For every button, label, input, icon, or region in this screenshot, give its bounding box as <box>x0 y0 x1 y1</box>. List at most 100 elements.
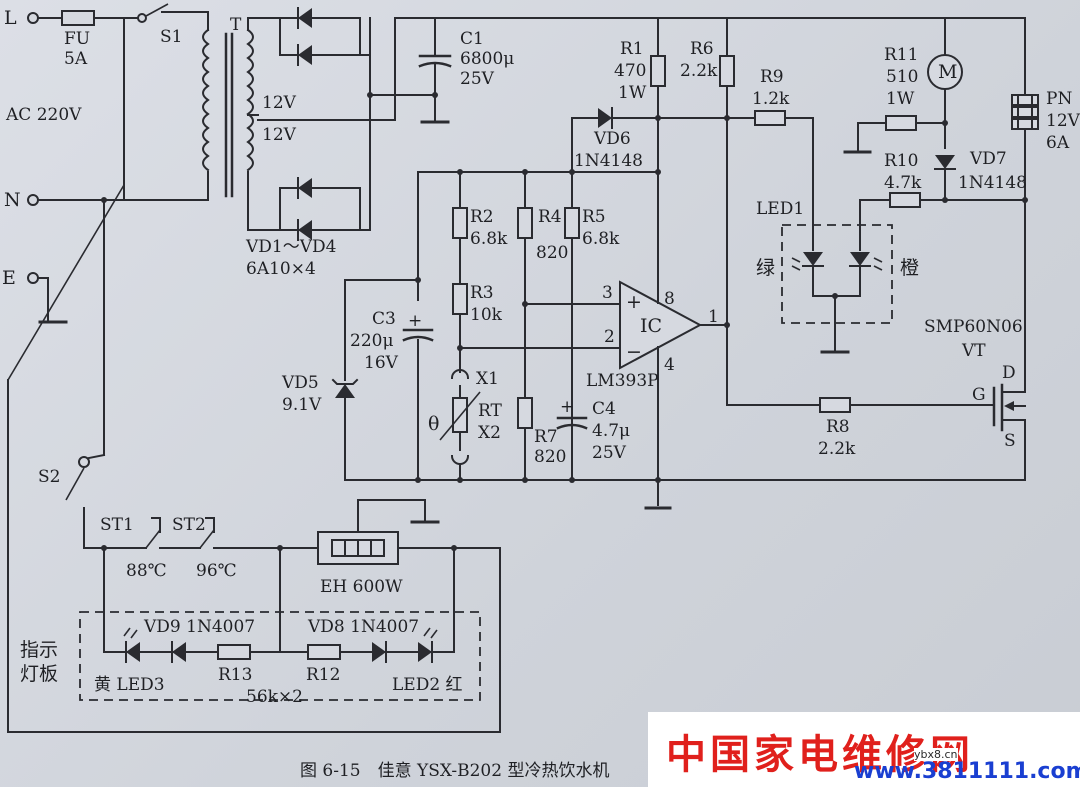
label-x2: X2 <box>478 423 501 443</box>
label-88c: 88℃ <box>126 561 167 581</box>
label-ic-minus: − <box>626 341 642 363</box>
label-r2: R2 <box>470 207 494 227</box>
watermark-small: ybx8.cn <box>914 748 958 761</box>
label-pin2: 2 <box>604 327 615 347</box>
label-96c: 96℃ <box>196 561 237 581</box>
label-r11-w: 1W <box>886 89 915 109</box>
label-s1: S1 <box>160 27 182 47</box>
label-c4-cap: 4.7μ <box>592 421 630 441</box>
label-fu: FU <box>64 29 90 49</box>
label-led2: LED2 红 <box>392 675 463 695</box>
label-led1: LED1 <box>756 199 804 219</box>
resistor-r2 <box>452 207 468 239</box>
label-r9: R9 <box>760 67 784 87</box>
label-12v-b: 12V <box>262 125 297 145</box>
label-r8: R8 <box>826 417 850 437</box>
watermark: 中国家电维修网 ybx8.cn www.3811111.com <box>648 712 1080 787</box>
label-s2: S2 <box>38 467 60 487</box>
label-x1: X1 <box>476 369 499 389</box>
diode-vd6 <box>598 108 612 128</box>
label-panel-2: 灯板 <box>20 663 58 685</box>
label-t: T <box>230 15 242 35</box>
label-pin3: 3 <box>602 283 613 303</box>
capacitor-c1 <box>394 17 452 124</box>
diode-vd9 <box>172 642 186 662</box>
label-c3-v: 16V <box>364 353 399 373</box>
label-r5-v: 6.8k <box>582 229 620 249</box>
label-pn-a: 6A <box>1046 133 1070 153</box>
label-ac: AC 220V <box>5 105 82 125</box>
resistor-r9 <box>754 110 786 126</box>
label-pin8: 8 <box>664 289 675 309</box>
label-panel-1: 指示 <box>20 639 58 661</box>
led1-box <box>781 224 893 324</box>
label-r2-v: 6.8k <box>470 229 508 249</box>
switch-s1 <box>137 13 147 23</box>
label-smp: SMP60N06 <box>924 317 1023 337</box>
label-r6: R6 <box>690 39 714 59</box>
led2-red <box>418 642 432 662</box>
label-theta: θ <box>428 413 439 435</box>
label-g: G <box>972 385 986 405</box>
label-c3: C3 <box>372 309 396 329</box>
figure-caption: 图 6-15 佳意 YSX-B202 型冷热饮水机 <box>300 761 610 781</box>
label-st1: ST1 <box>100 515 134 535</box>
label-r1: R1 <box>620 39 644 59</box>
label-c4-v: 25V <box>592 443 627 463</box>
label-r11: R11 <box>884 45 918 65</box>
led3-yellow <box>126 642 140 662</box>
label-s: S <box>1004 431 1016 451</box>
resistor-r11 <box>885 115 917 131</box>
label-fu-val: 5A <box>64 49 88 69</box>
label-r4-v: 820 <box>536 243 568 263</box>
label-d: D <box>1002 363 1016 383</box>
label-c1-v: 25V <box>460 69 495 89</box>
watermark-url: www.3811111.com <box>854 759 1080 784</box>
label-56k: 56k×2 <box>246 687 303 707</box>
resistor-r6 <box>719 55 735 87</box>
label-vd7: VD7 <box>969 149 1007 169</box>
label-r11-v: 510 <box>886 67 918 87</box>
label-r7: R7 <box>534 427 558 447</box>
label-r4: R4 <box>538 207 562 227</box>
bridge-rectifier <box>247 7 396 241</box>
label-c1: C1 <box>460 29 484 49</box>
label-pn: PN <box>1046 89 1072 109</box>
label-st2: ST2 <box>172 515 206 535</box>
label-c4-plus: + <box>560 397 574 417</box>
resistor-r7 <box>517 397 533 429</box>
mosfet-vt <box>992 379 1026 432</box>
label-e: E <box>2 267 16 289</box>
label-motor: M <box>938 61 957 83</box>
fuse-fu <box>61 10 95 26</box>
label-vd14: VD1～VD4 <box>245 237 336 257</box>
label-eh: EH 600W <box>320 577 403 597</box>
resistor-r3 <box>452 283 468 315</box>
label-c4: C4 <box>592 399 616 419</box>
label-vt: VT <box>961 341 986 361</box>
led1-green <box>803 252 823 266</box>
label-pin4: 4 <box>664 355 675 375</box>
resistor-r12 <box>307 644 341 660</box>
resistor-r13 <box>217 644 251 660</box>
label-r12: R12 <box>306 665 340 685</box>
thermostat-st1-st2 <box>145 517 319 549</box>
peltier-pn <box>1011 94 1039 130</box>
resistor-r5 <box>564 207 580 239</box>
comparator-ic <box>459 269 730 381</box>
label-vd9: VD9 1N4007 <box>143 617 255 637</box>
label-ic: IC <box>640 315 662 337</box>
resistor-r4 <box>517 207 533 239</box>
label-r9-v: 1.2k <box>752 89 790 109</box>
resistor-r1 <box>650 55 666 87</box>
label-r3-v: 10k <box>470 305 503 325</box>
label-c1-cap: 6800μ <box>460 49 514 69</box>
label-vd5: VD5 <box>281 373 319 393</box>
zener-vd5 <box>335 384 355 398</box>
label-vd7-t: 1N4148 <box>958 173 1027 193</box>
label-c3-plus: + <box>408 311 422 331</box>
label-vd6: VD6 <box>593 129 631 149</box>
label-led3: 黄 LED3 <box>94 675 165 695</box>
